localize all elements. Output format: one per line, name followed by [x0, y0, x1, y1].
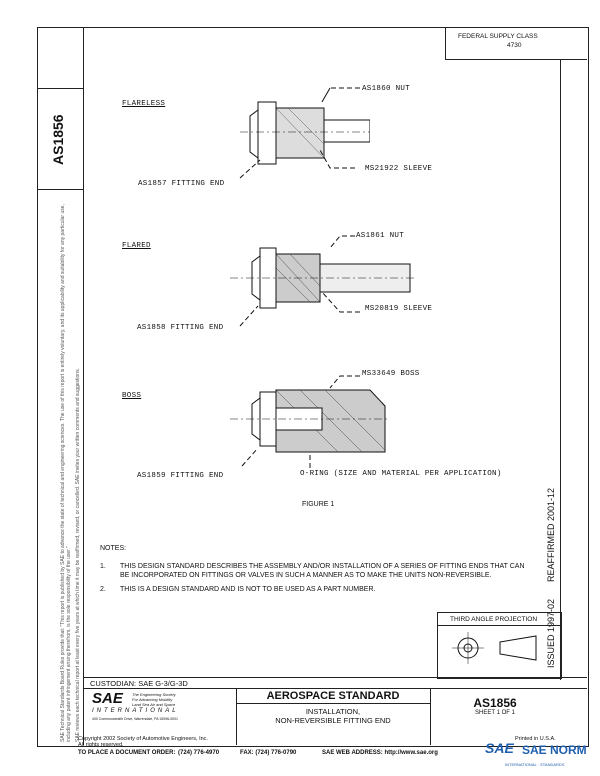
title-block-divider-right: [430, 688, 431, 745]
sae-international: INTERNATIONAL: [92, 708, 179, 714]
sheet-number: SHEET 1 OF 1: [475, 710, 515, 716]
category-rule: [236, 703, 430, 704]
side-disclaimer-1: SAE Technical Standards Board Rules prov…: [60, 204, 72, 742]
sae-norm-subtext: INTERNATIONAL · STANDARDS: [505, 762, 565, 767]
right-column-divider: [560, 60, 561, 680]
custodian-rule: [83, 677, 587, 678]
projection-box: [437, 612, 562, 679]
projection-label-rule: [437, 625, 560, 626]
sae-tagline-1: The Engineering Society: [132, 692, 176, 697]
sae-logo: SAE: [92, 690, 123, 707]
side-column-divider: [83, 27, 84, 745]
flared-sleeve-label: MS20819 SLEEVE: [365, 305, 433, 313]
category-title: AEROSPACE STANDARD: [266, 690, 400, 702]
side-number-box: [37, 88, 83, 190]
flared-fitting-drawing: [230, 235, 415, 327]
flareless-sleeve-label: MS21922 SLEEVE: [365, 165, 433, 173]
fsc-label: FEDERAL SUPPLY CLASS: [458, 33, 538, 40]
side-disclaimer-2: SAE reviews each technical report at lea…: [75, 368, 81, 742]
fsc-box: [445, 27, 587, 60]
sae-tagline-3: Land Sea Air and Space: [132, 702, 176, 707]
sae-tagline-2: For Advancing Mobility: [132, 697, 173, 702]
boss-fitting-drawing: [230, 375, 390, 468]
sae-address: 400 Commonwealth Drive, Warrendale, PA 1…: [92, 717, 178, 721]
projection-label: THIRD ANGLE PROJECTION: [450, 616, 538, 623]
custodian-label: CUSTODIAN: SAE G-3/G-3D: [90, 679, 188, 688]
document-title-2: NON-REVERSIBLE FITTING END: [275, 716, 391, 725]
notes-heading: NOTES:: [100, 545, 127, 552]
oring-label: O-RING (SIZE AND MATERIAL PER APPLICATIO…: [300, 470, 502, 478]
section-title-boss: BOSS: [122, 392, 142, 400]
flareless-fitting-drawing: [239, 87, 370, 179]
flareless-nut-label: AS1860 NUT: [362, 85, 411, 93]
section-title-flareless: FLARELESS: [122, 100, 166, 108]
flareless-end-label: AS1857 FITTING END: [138, 180, 225, 188]
title-block-rule: [83, 688, 587, 689]
side-doc-number: AS1856: [50, 114, 66, 165]
order-label: TO PLACE A DOCUMENT ORDER:: [78, 750, 176, 756]
sae-norm-logo-icon: SAE: [485, 740, 514, 756]
document-title-1: INSTALLATION,: [305, 707, 361, 716]
title-block-divider-left: [236, 688, 237, 745]
web-address: SAE WEB ADDRESS: http://www.sae.org: [322, 750, 438, 756]
flared-end-label: AS1858 FITTING END: [137, 324, 224, 332]
third-angle-projection-symbol: [452, 632, 537, 664]
drawing-frame: [37, 27, 589, 747]
rights: All rights reserved.: [78, 742, 124, 748]
copyright: Copyright 2002 Society of Automotive Eng…: [78, 736, 208, 742]
title-block-doc-number: AS1856: [473, 696, 517, 710]
fsc-value: 4730: [507, 42, 522, 49]
section-title-flared: FLARED: [122, 242, 151, 250]
printed-in: Printed in U.S.A.: [515, 736, 556, 742]
fax-number: FAX: (724) 776-0790: [240, 750, 297, 756]
note-2-number: 2.: [100, 586, 106, 593]
order-phone: (724) 776-4970: [178, 750, 220, 756]
reaffirmed-date: REAFFIRMED 2001-12: [546, 487, 556, 582]
flared-nut-label: AS1861 NUT: [356, 232, 405, 240]
boss-label: MS33649 BOSS: [362, 370, 420, 378]
figure-caption: FIGURE 1: [302, 501, 335, 508]
note-1-text: THIS DESIGN STANDARD DESCRIBES THE ASSEM…: [120, 563, 525, 579]
note-2-text: THIS IS A DESIGN STANDARD AND IS NOT TO …: [120, 586, 376, 593]
note-1-number: 1.: [100, 563, 106, 570]
sae-norm-watermark: SAE NORM: [522, 743, 587, 757]
boss-end-label: AS1859 FITTING END: [137, 472, 224, 480]
